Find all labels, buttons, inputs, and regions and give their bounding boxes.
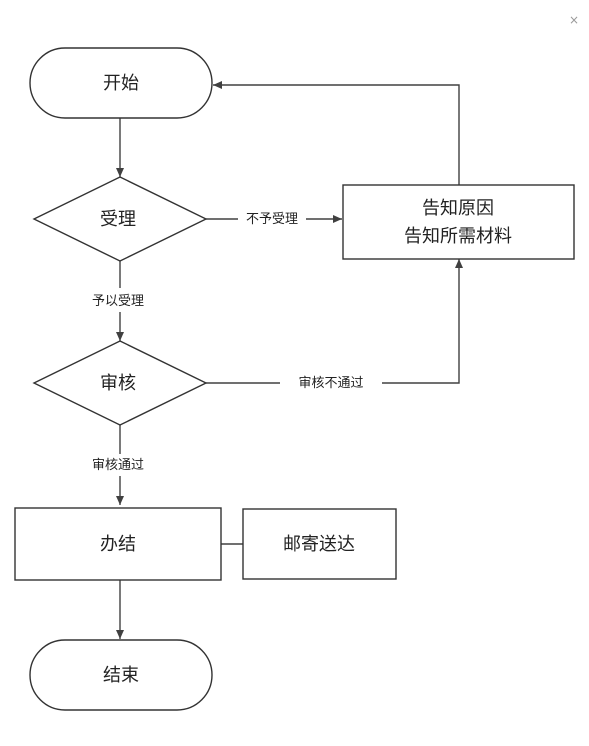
edge-label-not-accepted: 不予受理 <box>246 212 298 227</box>
node-review-label: 审核 <box>100 373 136 394</box>
node-notify-line1: 告知原因 <box>422 198 494 219</box>
node-complete <box>14 507 222 581</box>
edge-notify-to-start <box>213 81 460 185</box>
node-complete-label: 办结 <box>100 534 136 555</box>
node-notify <box>342 184 575 260</box>
node-accept <box>32 176 208 262</box>
node-mail <box>242 508 397 580</box>
close-icon[interactable]: × <box>568 13 580 27</box>
edge-label-accepted: 予以受理 <box>92 294 144 309</box>
node-end-label: 结束 <box>103 665 139 686</box>
edge-label-review-passed: 审核通过 <box>92 458 144 473</box>
node-start-label: 开始 <box>103 73 139 94</box>
node-end <box>29 639 213 711</box>
node-mail-label: 邮寄送达 <box>283 534 355 555</box>
node-notify-line2: 告知所需材料 <box>404 226 512 247</box>
edge-review-to-notify-h2 <box>382 259 463 384</box>
node-start <box>29 47 213 119</box>
node-review <box>32 340 208 426</box>
edge-label-review-failed: 审核不通过 <box>298 376 363 391</box>
node-accept-label: 受理 <box>100 209 136 230</box>
